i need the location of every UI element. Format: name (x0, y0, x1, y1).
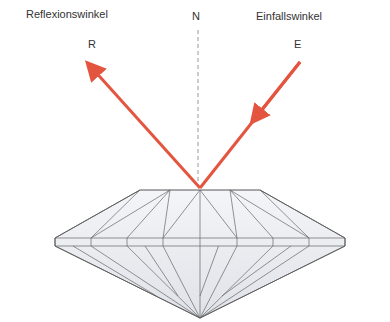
text-label: R (88, 38, 96, 51)
text-label: E (294, 38, 301, 51)
text-label: Reflexionswinkel (26, 8, 108, 21)
text-label: Einfallswinkel (256, 10, 322, 23)
text-label: N (192, 10, 200, 23)
